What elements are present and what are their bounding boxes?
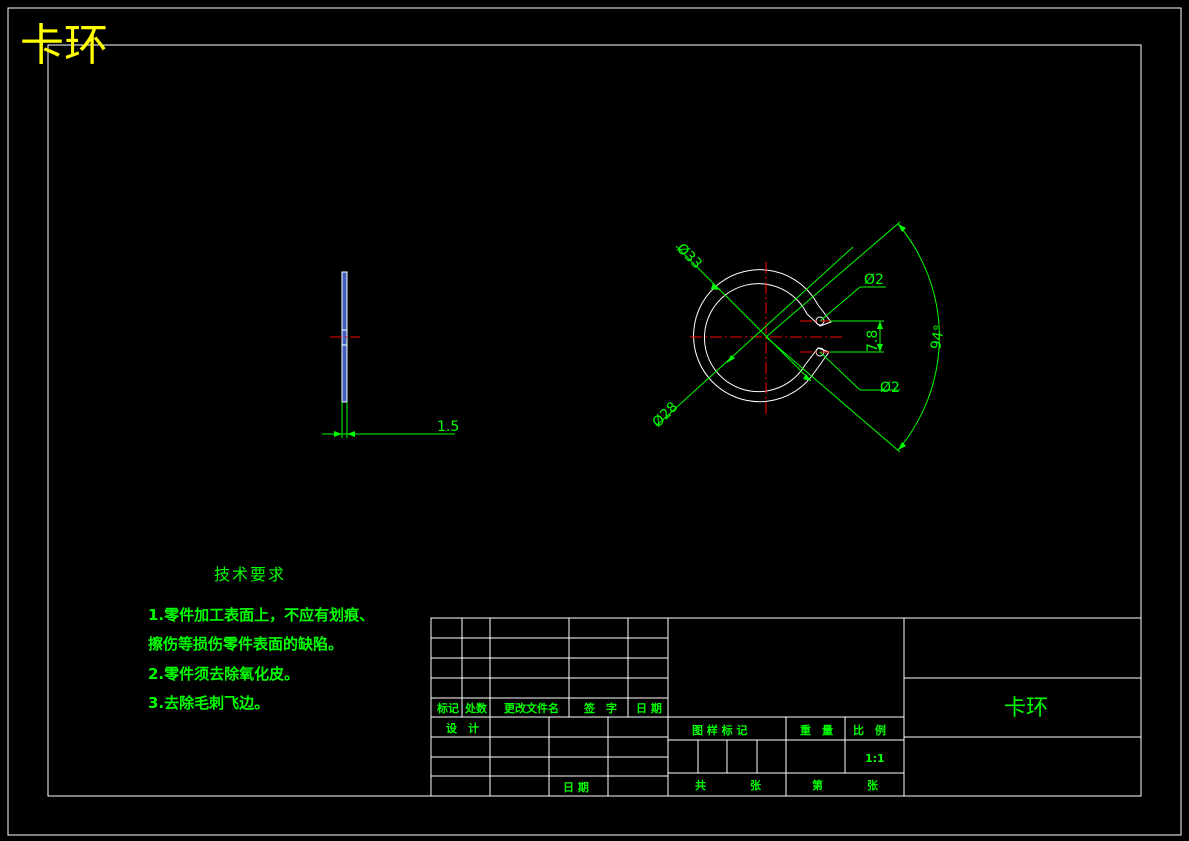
technical-requirements: 技术要求 1.零件加工表面上，不应有划痕、 擦伤等损伤零件表面的缺陷。 2.零件…	[148, 565, 374, 712]
hole-top-dimension: Ø2	[864, 272, 884, 288]
hole-spacing-dimension: 7.8	[865, 330, 881, 352]
part-name: 卡环	[1004, 696, 1048, 721]
drawing-title: 卡环	[20, 20, 108, 71]
tech-req-line-2: 擦伤等损伤零件表面的缺陷。	[148, 635, 343, 653]
outer-diameter-dimension: Ø33	[673, 241, 705, 273]
title-block: 标记 处数 更改文件名 签 字 日 期 设 计 日 期 图 样 标 记 重 量 …	[430, 617, 1142, 797]
tech-req-line-1: 1.零件加工表面上，不应有划痕、	[148, 606, 374, 624]
angle-dimension: 94°	[928, 323, 948, 350]
cell-scale-label: 比 例	[853, 723, 886, 737]
ring-inner-contour	[703, 283, 808, 393]
cell-count: 处数	[464, 701, 488, 715]
outer-frame	[7, 7, 1182, 836]
ring-outer-contour	[693, 269, 819, 403]
cell-weight: 重 量	[800, 723, 833, 737]
angle-arc	[897, 223, 940, 451]
cell-scale-value: 1:1	[865, 752, 885, 765]
cell-sheet-no: 第	[812, 778, 823, 792]
side-view: 1.5	[322, 271, 459, 438]
tech-req-line-3: 2.零件须去除氧化皮。	[148, 665, 299, 683]
cell-drawing-mark: 图 样 标 记	[692, 723, 748, 737]
hole-bottom-dimension: Ø2	[880, 380, 900, 396]
cell-design: 设 计	[446, 721, 479, 735]
cell-signature: 签 字	[583, 701, 617, 715]
cell-mark: 标记	[436, 701, 459, 715]
inner-diameter-dimension: Ø28	[650, 399, 682, 431]
thickness-dimension: 1.5	[437, 419, 459, 435]
cell-change-doc: 更改文件名	[504, 701, 559, 715]
cell-sheets-2: 张	[867, 778, 879, 792]
tech-req-heading: 技术要求	[214, 565, 286, 584]
front-view: Ø33 Ø28 Ø2 Ø2 7.8 94°	[650, 221, 948, 453]
cell-date-2: 日 期	[563, 780, 589, 794]
cell-total: 共	[695, 778, 706, 792]
cell-sheets-1: 张	[750, 778, 762, 792]
tech-req-line-4: 3.去除毛刺飞边。	[148, 694, 269, 712]
cell-date: 日 期	[636, 701, 662, 715]
inner-frame	[47, 44, 1142, 797]
